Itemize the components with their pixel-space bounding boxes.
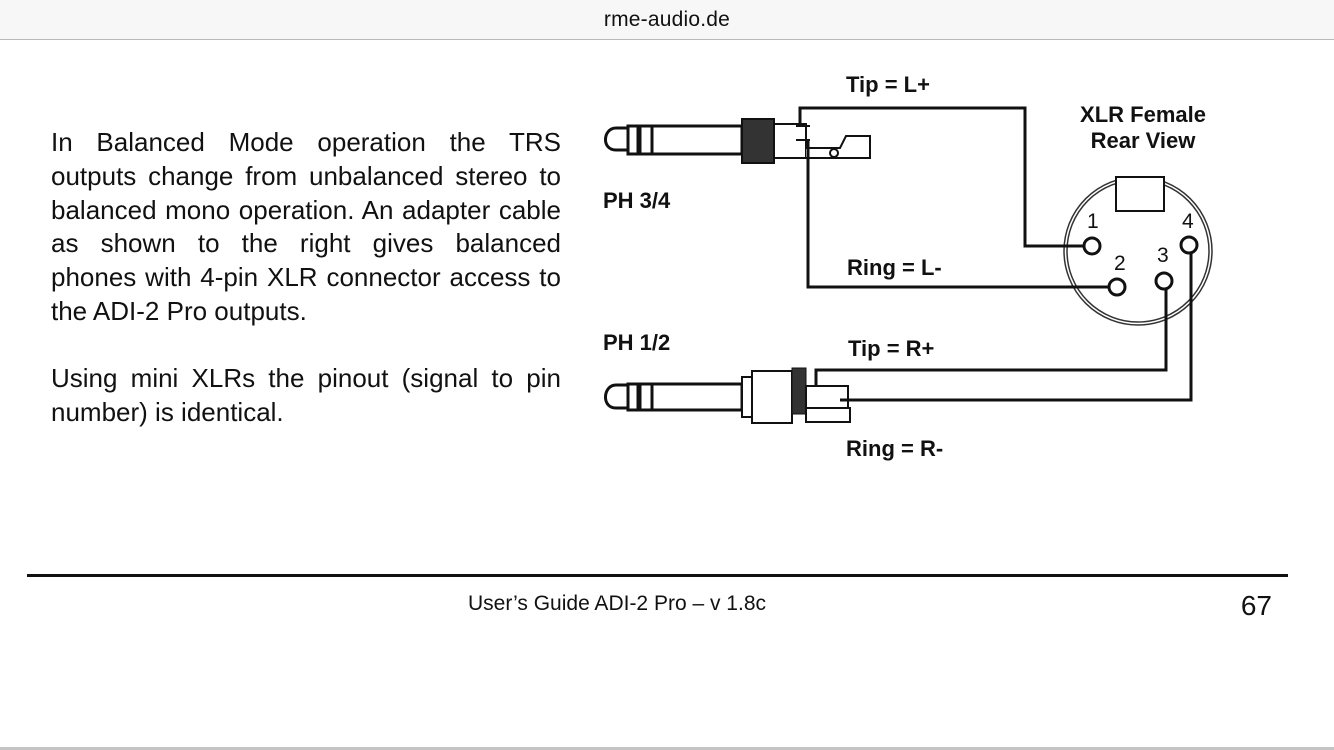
label-ph12: PH 1/2	[603, 330, 670, 355]
wire-ring-l-pin2	[806, 140, 1109, 289]
footer-title: User’s Guide ADI-2 Pro – v 1.8c	[467, 592, 767, 615]
url-text: rme-audio.de	[603, 7, 731, 31]
wire-tip-l-pin1	[798, 106, 1084, 248]
bottom-border	[0, 747, 1334, 750]
pin-label-1: 1	[1087, 210, 1099, 233]
footer-divider	[27, 574, 1288, 577]
body-text: In Balanced Mode operation the TRS outpu…	[51, 126, 561, 429]
pin-label-3: 3	[1157, 244, 1169, 267]
browser-address-bar[interactable]: rme-audio.de	[0, 0, 1334, 40]
wire-ring-r-pin4	[840, 253, 1193, 402]
label-tip-l: Tip = L+	[846, 72, 930, 97]
label-ph34: PH 3/4	[603, 188, 671, 213]
pin-label-4: 4	[1182, 210, 1194, 233]
xlr-title-line2: Rear View	[1091, 128, 1197, 153]
trs-plug-icon-ph12	[604, 367, 851, 424]
paragraph-mini-xlr: Using mini XLRs the pinout (signal to pi…	[51, 362, 561, 427]
wiring-diagram: PH 3/4 Tip = L+ Ring = L- PH 1/2 Tip = R…	[603, 72, 1213, 461]
xlr-title-line1: XLR Female	[1080, 102, 1206, 127]
label-ring-r: Ring = R-	[846, 436, 943, 461]
trs-plug-icon-ph34	[604, 118, 871, 164]
page-number: 67	[1240, 590, 1272, 621]
wire-tip-r-pin3	[814, 289, 1168, 386]
xlr-female-connector-icon	[1063, 176, 1213, 326]
pin-label-2: 2	[1114, 252, 1126, 275]
paragraph-balanced-mode: In Balanced Mode operation the TRS outpu…	[51, 127, 561, 326]
label-tip-r: Tip = R+	[848, 336, 934, 361]
label-ring-l: Ring = L-	[847, 255, 942, 280]
